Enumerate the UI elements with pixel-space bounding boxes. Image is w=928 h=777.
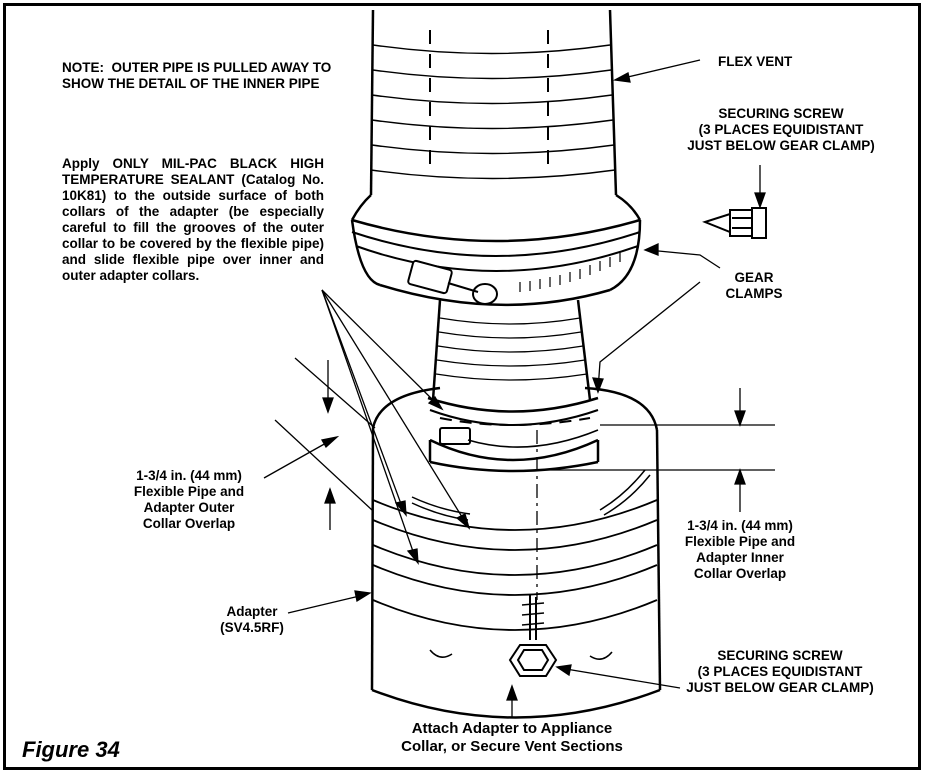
flex-vent-label: FLEX VENT bbox=[718, 54, 793, 69]
adapter-label: Adapter (SV4.5RF) bbox=[220, 604, 284, 635]
note-text: NOTE: OUTER PIPE IS PULLED AWAY TO SHOW … bbox=[62, 60, 332, 91]
securing-screw-bottom-label: SECURING SCREW (3 PLACES EQUIDISTANT JUS… bbox=[686, 648, 874, 695]
figure-frame bbox=[3, 3, 921, 770]
inner-overlap-label: 1-3/4 in. (44 mm) Flexible Pipe and Adap… bbox=[684, 518, 796, 581]
figure-label: Figure 34 bbox=[22, 737, 120, 762]
attach-instruction: Attach Adapter to Appliance Collar, or S… bbox=[401, 720, 623, 755]
securing-screw-top-label: SECURING SCREW (3 PLACES EQUIDISTANT JUS… bbox=[687, 106, 875, 153]
outer-overlap-label: 1-3/4 in. (44 mm) Flexible Pipe and Adap… bbox=[133, 468, 245, 531]
inner-pipe bbox=[427, 299, 599, 448]
leader-lines bbox=[263, 59, 775, 718]
securing-screw-top bbox=[702, 207, 767, 239]
sealant-instruction: Apply ONLY MIL-PAC BLACK HIGH TEMPERATUR… bbox=[62, 156, 324, 283]
flex-vent-outer-pipe bbox=[350, 9, 642, 307]
adapter-body bbox=[370, 386, 662, 719]
securing-screw-bottom bbox=[508, 595, 558, 677]
upper-gear-clamp bbox=[351, 231, 641, 305]
gear-clamps-label: GEAR CLAMPS bbox=[725, 270, 783, 301]
